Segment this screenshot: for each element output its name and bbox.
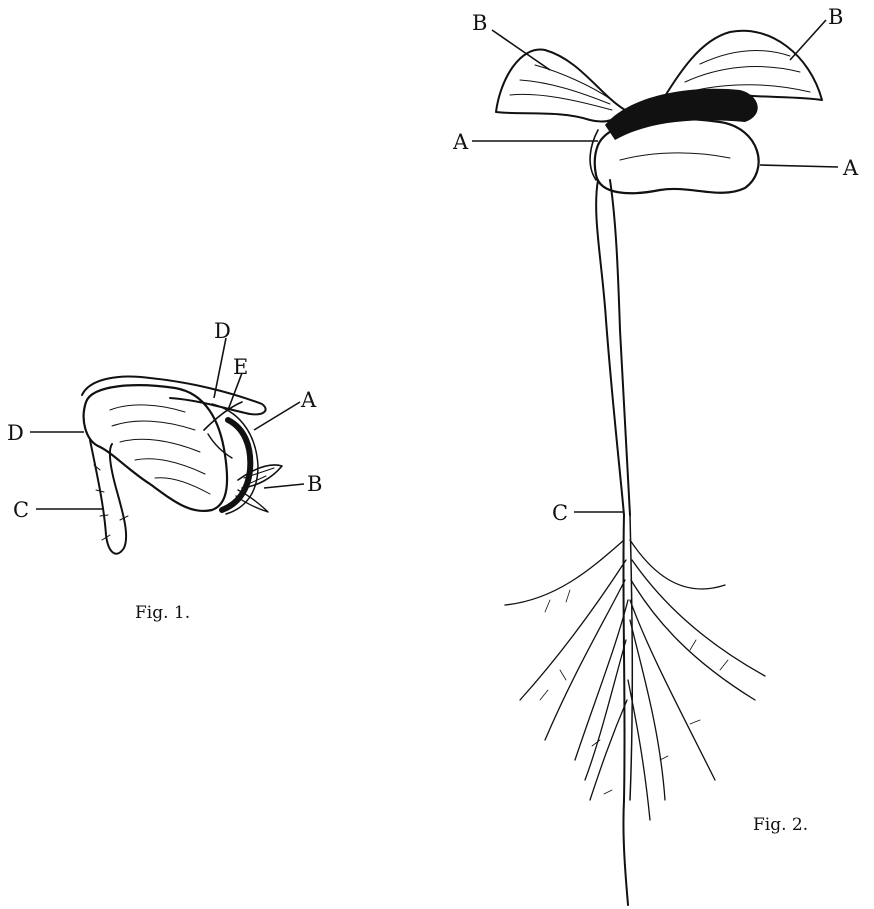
caption-fig-2: Fig. 2. [753, 815, 808, 835]
label-e: E [233, 355, 248, 379]
leaf-left [496, 50, 625, 122]
leader-a-right [760, 165, 838, 167]
stem [596, 180, 624, 515]
leader-b-right [790, 20, 826, 60]
leader-a [254, 402, 300, 430]
figure-1-germinating-seed [82, 377, 282, 554]
label-a: A [300, 388, 317, 412]
label-c-fig2: C [552, 501, 568, 525]
label-b: B [307, 472, 322, 496]
figure-2-seedling [496, 31, 822, 905]
main-root [623, 515, 628, 905]
caption-fig-1: Fig. 1. [135, 603, 190, 623]
label-a-left: A [452, 130, 469, 154]
leader-d-top [214, 338, 226, 398]
label-d-top: D [214, 319, 231, 343]
leader-b [264, 484, 304, 488]
label-c: C [13, 498, 29, 522]
label-d-left: D [7, 421, 24, 445]
label-a-right: A [842, 156, 859, 180]
label-b-left: B [472, 11, 487, 35]
label-b-right: B [828, 5, 843, 29]
